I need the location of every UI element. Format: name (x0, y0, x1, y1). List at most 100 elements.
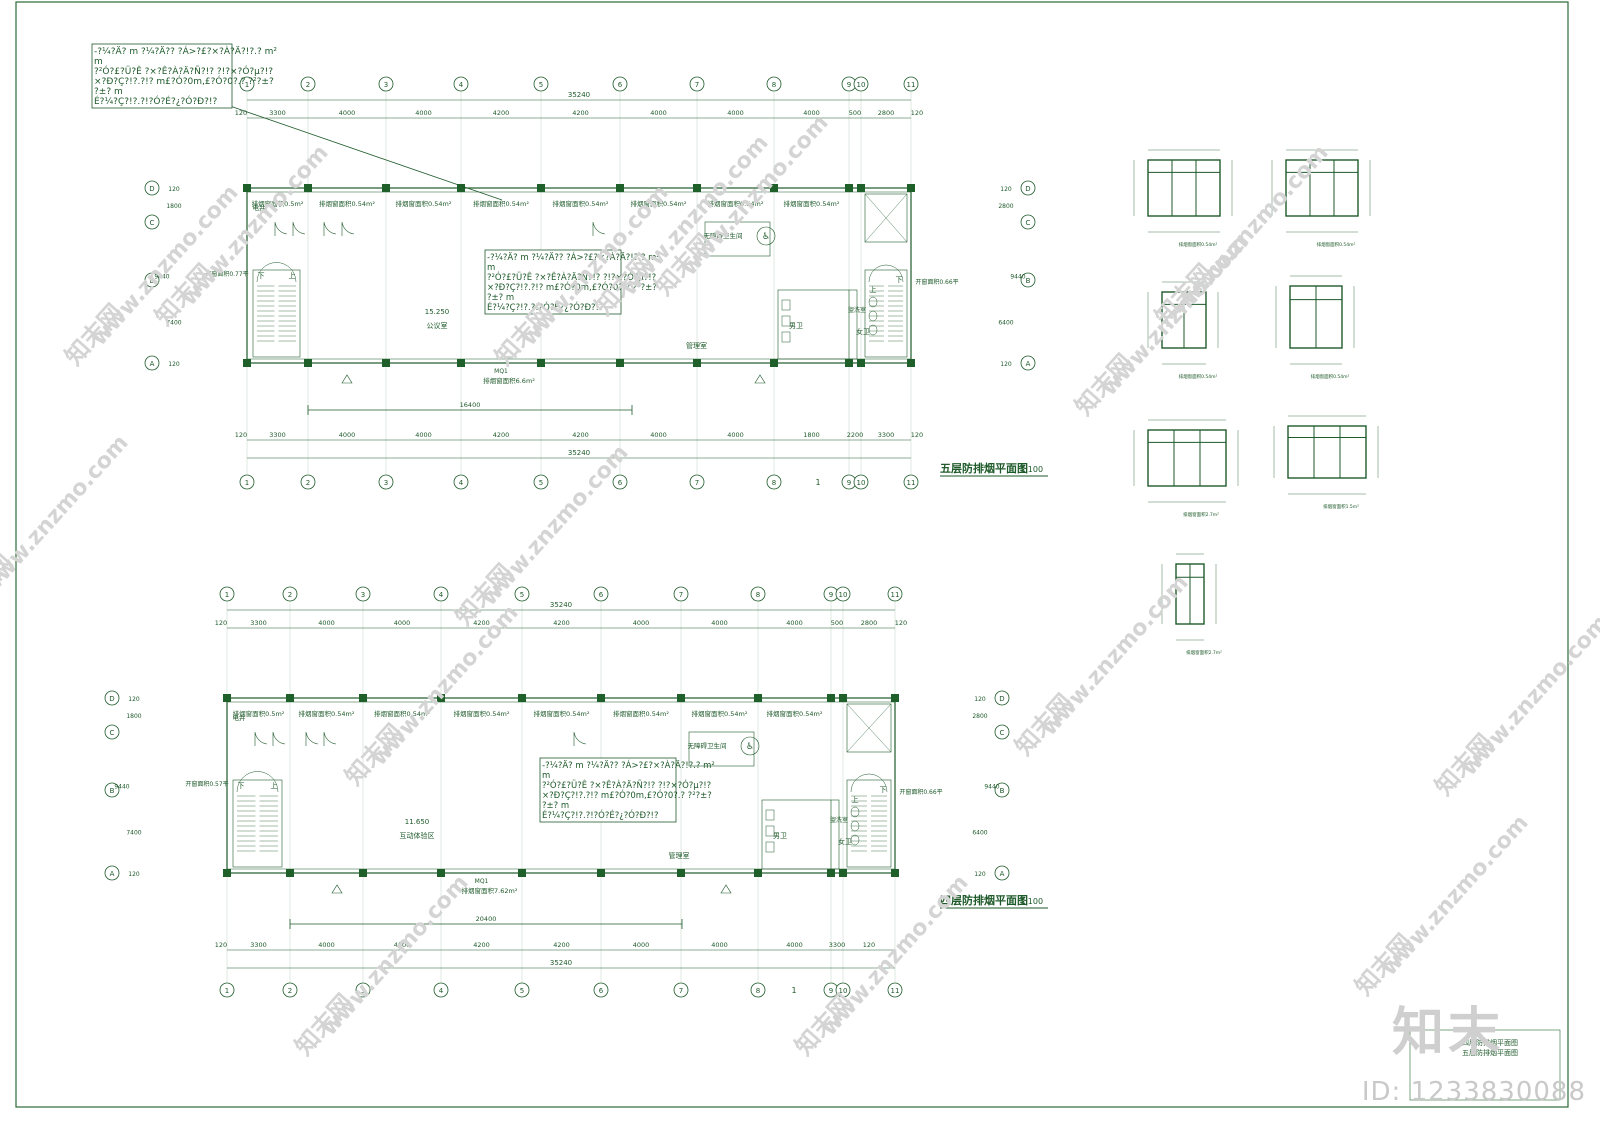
dimension-value: 9440 (154, 274, 169, 281)
axis-label: A (1026, 360, 1031, 368)
dimension-value: 120 (215, 941, 227, 949)
dimension-value: 120 (1000, 186, 1012, 193)
dimension-value: 4200 (553, 619, 570, 627)
curtain-wall-code: MQ1 (475, 878, 489, 885)
smoke-window-area-bottom: 排烟窗面积6.6m² (483, 376, 535, 385)
smoke-window-area: 排烟窗面积0.5m² (252, 199, 304, 208)
door-swing (305, 731, 319, 746)
axis-label: 8 (772, 479, 776, 487)
axis-label: 7 (695, 81, 699, 89)
inline-note-frame (484, 249, 622, 315)
window-elevation (1287, 425, 1367, 479)
accessible-symbol (740, 736, 760, 756)
elevator-cross (846, 703, 892, 753)
column (770, 359, 778, 367)
axis-label: 5 (520, 591, 524, 599)
column (286, 869, 294, 877)
title-block-line2: 五层防排烟平面图 (1462, 1048, 1518, 1057)
dimension-value: 3300 (878, 431, 895, 439)
dimension-value: 4200 (473, 941, 490, 949)
dimension-value: 120 (974, 871, 986, 878)
level-triangle (720, 884, 732, 894)
dimension-value: 9440 (1010, 274, 1025, 281)
axis-bubble (144, 180, 160, 196)
room-label-washroom: 盥洗室 (848, 306, 866, 314)
inline-note-line: ?²Ó?£?Ü?Ê ?×?Ê?À?Ä?Ñ?!? ?!?×?Ó?µ?!? (542, 779, 711, 791)
axis-label: B (1026, 277, 1031, 285)
accessible-toilet (704, 221, 771, 257)
axis-label: 2 (306, 81, 310, 89)
column (457, 359, 465, 367)
fixture (850, 806, 860, 818)
stair-arc (236, 771, 279, 793)
dimension-value: 4200 (553, 941, 570, 949)
axis-label: 5 (539, 81, 543, 89)
wheelchair-icon: ♿ (746, 742, 754, 752)
smoke-window-area: 排烟窗面积0.54m² (374, 709, 430, 718)
inline-note-line: m (542, 771, 550, 781)
axis-bubble (104, 865, 120, 881)
axis-label: 2 (306, 479, 310, 487)
column (616, 359, 624, 367)
door-swing (573, 731, 587, 746)
inline-note-frame (539, 757, 677, 823)
smoke-window-area: 排烟窗面积0.54m² (454, 709, 510, 718)
floor-plan-title: 五层防排烟平面图 (940, 461, 1028, 475)
axis-bubble (144, 355, 160, 371)
smoke-window-area: 排烟窗面积0.54m² (784, 199, 840, 208)
inline-note-line: m (487, 263, 495, 273)
axis-label: A (110, 870, 115, 878)
detail-note: 排烟窗面积0.54m² (1311, 373, 1350, 380)
axis-label: 3 (384, 479, 388, 487)
dimension-value: 1800 (803, 431, 820, 439)
room-label-management: 管理室 (686, 341, 707, 350)
room-label-shaft: 电井 (233, 713, 247, 722)
span-value: 20400 (476, 915, 497, 923)
elevation-mark: 11.650 (405, 818, 430, 826)
column (537, 184, 545, 192)
axis-label: 3 (384, 81, 388, 89)
axis-label: 3 (361, 987, 365, 995)
inline-note-line: ×?Ð?Ç?!?.?!? m£?Ó?0m,£?Ó?0?.? ?²?±? (487, 281, 657, 293)
open-area-right: 开窗面积0.66平 (899, 788, 942, 796)
axis-label: C (110, 729, 115, 737)
dimension-value: 4000 (650, 431, 667, 439)
fixture (765, 825, 775, 837)
column (437, 869, 445, 877)
elevator-cross (864, 193, 908, 243)
axis-label: 11 (891, 591, 900, 599)
column (437, 694, 445, 702)
dimension-value: 4200 (473, 619, 490, 627)
dimension-value: 4000 (650, 109, 667, 117)
axis-label: 9 (847, 479, 851, 487)
dimension-value: 4000 (711, 941, 728, 949)
stair-up-label: 上 (289, 271, 296, 280)
axis-label: D (109, 695, 114, 703)
dimension-total: 35240 (568, 449, 590, 457)
axis-label: C (1000, 729, 1005, 737)
dimension-value: 2800 (972, 713, 987, 720)
note-frame (91, 43, 233, 109)
axis-bubble (994, 724, 1010, 740)
smoke-window-area: 排烟窗面积0.54m² (534, 709, 590, 718)
column (891, 694, 899, 702)
inline-note-line: É?¼?Ç?!?.?!?Ó?É?¿?Ó?Ð?!? (487, 301, 603, 313)
door-swing (323, 731, 337, 746)
axis-label: 11 (907, 479, 916, 487)
axis-label: 7 (679, 591, 683, 599)
dimension-value: 4000 (633, 941, 650, 949)
axis-label: 6 (618, 81, 623, 89)
axis-bubble (144, 214, 160, 230)
stair-left (252, 269, 301, 358)
axis-label: 10 (839, 591, 848, 599)
stair-up-label: 上 (870, 285, 877, 294)
axis-label: 5 (520, 987, 524, 995)
axis-label: 9 (829, 987, 833, 995)
column (518, 869, 526, 877)
note-line: ×?Ð?Ç?!?.?!? m£?Ó?0m,£?Ó?0?.? ?²?±? (94, 75, 274, 87)
detail-note: 排烟窗面积2.7m² (1183, 511, 1219, 518)
dimension-value: 4000 (394, 941, 411, 949)
column (827, 694, 835, 702)
column (304, 184, 312, 192)
outer-wall (246, 187, 912, 364)
